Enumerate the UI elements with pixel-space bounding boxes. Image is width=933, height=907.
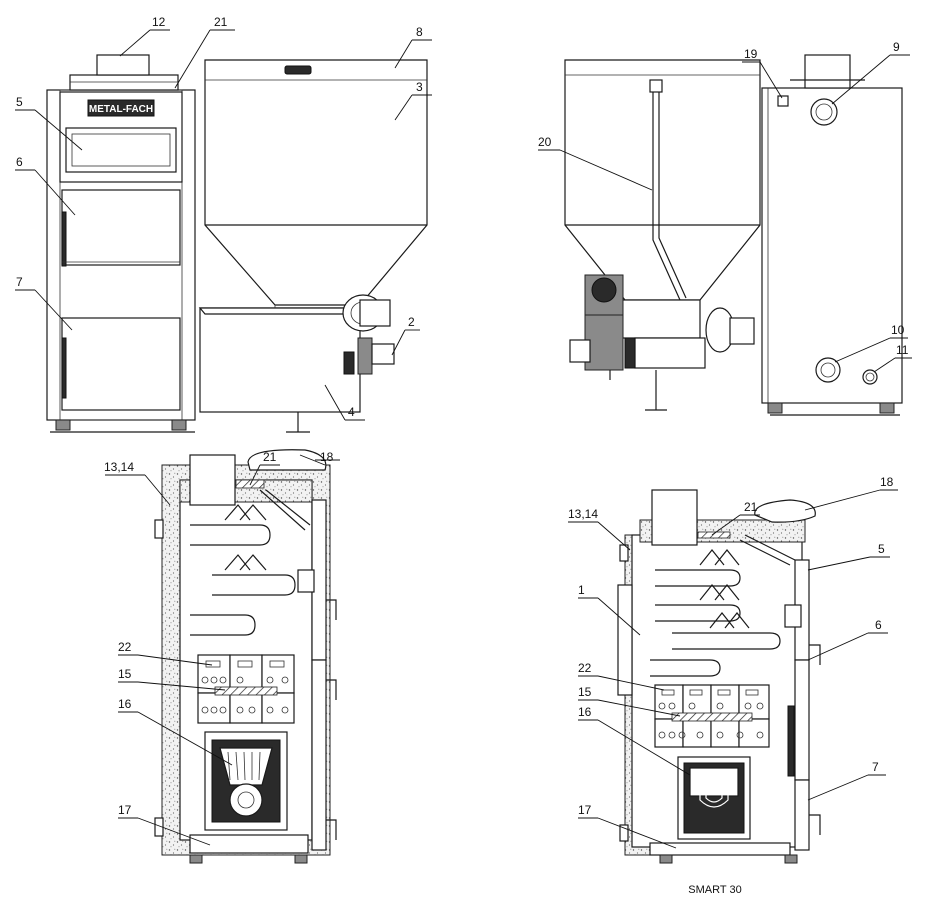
callout-label: 20 — [538, 135, 552, 149]
callout-label: 5 — [878, 542, 885, 556]
callout-label: 21 — [263, 450, 277, 464]
flue-baffles — [190, 489, 311, 636]
outlet-connector — [810, 98, 838, 126]
auger-tube — [634, 337, 706, 369]
callout-label: 22 — [578, 661, 592, 675]
callout-label: 13,14 — [104, 460, 134, 474]
section-right-callouts: 13,14 21 18 5 1 6 22 15 16 7 17 — [568, 475, 898, 849]
boiler-body — [761, 87, 903, 404]
callout-label: 7 — [16, 275, 23, 289]
fan-unit — [371, 343, 395, 365]
section-left-callouts: 13,14 21 18 22 15 16 17 — [104, 450, 340, 846]
flue-outlet — [96, 54, 150, 76]
callout-label: 16 — [118, 697, 132, 711]
auger-flange — [624, 337, 636, 369]
fan-cover — [754, 499, 816, 523]
callout-label: 11 — [896, 343, 909, 357]
callout-label: 1 — [578, 583, 585, 597]
small-sensor-socket — [777, 95, 789, 107]
callout-label: 21 — [214, 15, 228, 29]
feeder-housing — [619, 299, 701, 339]
return-connector — [815, 357, 841, 383]
callout-label: 16 — [578, 705, 592, 719]
section-view-right: 13,14 21 18 5 1 6 22 15 16 7 17 SMART 30 — [568, 475, 898, 896]
sight-port — [297, 569, 315, 593]
ceramic-modules — [654, 684, 770, 748]
callout-label: 15 — [578, 685, 592, 699]
callout-label: 9 — [893, 40, 900, 54]
flue-channel — [189, 454, 236, 506]
callout-label: 3 — [416, 80, 423, 94]
control-panel — [65, 127, 177, 173]
upper-door — [61, 189, 181, 266]
rear-view: 19 9 20 10 11 — [538, 40, 912, 416]
flue-collar — [69, 74, 179, 91]
callout-label: 12 — [152, 15, 166, 29]
feeder-flange — [343, 351, 355, 375]
burner-nozzle — [229, 783, 263, 817]
door-section — [794, 659, 810, 781]
callout-label: 18 — [880, 475, 894, 489]
flue-baffles — [650, 534, 796, 677]
fuel-hopper — [204, 59, 428, 306]
callout-label: 18 — [320, 450, 334, 464]
model-caption: SMART 30 — [688, 884, 741, 896]
front-view: METAL-FACH — [15, 15, 432, 433]
upper-door-hinge — [61, 211, 67, 267]
brand-plate — [87, 99, 155, 117]
callout-label: 5 — [16, 95, 23, 109]
flue-gasket — [697, 531, 731, 539]
fan-housing — [729, 317, 755, 345]
door-section — [311, 659, 327, 851]
ash-pan — [649, 842, 791, 856]
foot — [55, 419, 71, 431]
callout-label: 7 — [872, 760, 879, 774]
brand-label: METAL-FACH — [89, 104, 153, 115]
motor-body — [359, 299, 391, 327]
fan-cover — [247, 449, 327, 471]
motor-cap — [569, 339, 591, 363]
section-view-left: 13,14 21 18 22 15 16 17 — [104, 449, 340, 864]
grate-bar — [214, 686, 278, 696]
ash-pan — [189, 834, 309, 854]
callout-label: 6 — [16, 155, 23, 169]
hopper-lid-handle — [284, 65, 312, 75]
callout-label: 13,14 — [568, 507, 598, 521]
burner-grate — [689, 767, 739, 797]
callout-label: 8 — [416, 25, 423, 39]
ceramic-modules — [197, 654, 295, 724]
sight-port — [784, 604, 802, 628]
front-callouts: 12 21 8 3 5 6 7 2 4 — [15, 15, 432, 421]
lower-door-hinge — [61, 337, 67, 399]
foot — [767, 402, 783, 414]
callout-label: 10 — [891, 323, 905, 337]
pipe-inlet — [649, 79, 663, 93]
callout-label: 22 — [118, 640, 132, 654]
callout-label: 21 — [744, 500, 758, 514]
feeder-housing — [199, 307, 361, 413]
flue-outlet — [804, 54, 851, 89]
side-panel — [617, 584, 633, 696]
callout-label: 2 — [408, 315, 415, 329]
rear-callouts: 19 9 20 10 11 — [538, 40, 912, 373]
callout-label: 15 — [118, 667, 132, 681]
grate-bar — [671, 712, 753, 722]
gearbox — [584, 314, 624, 371]
feeder-pipe — [652, 92, 681, 301]
callout-label: 6 — [875, 618, 882, 632]
lower-door — [61, 317, 181, 411]
drain-connector — [862, 369, 878, 385]
flue-channel — [651, 489, 698, 546]
door-section — [794, 779, 810, 851]
gearbox — [357, 337, 373, 375]
foot — [171, 419, 187, 431]
callout-label: 17 — [578, 803, 592, 817]
callout-label: 17 — [118, 803, 132, 817]
foot — [879, 402, 895, 414]
callout-label: 19 — [744, 47, 758, 61]
fuel-hopper — [564, 59, 761, 301]
callout-label: 4 — [348, 405, 355, 419]
